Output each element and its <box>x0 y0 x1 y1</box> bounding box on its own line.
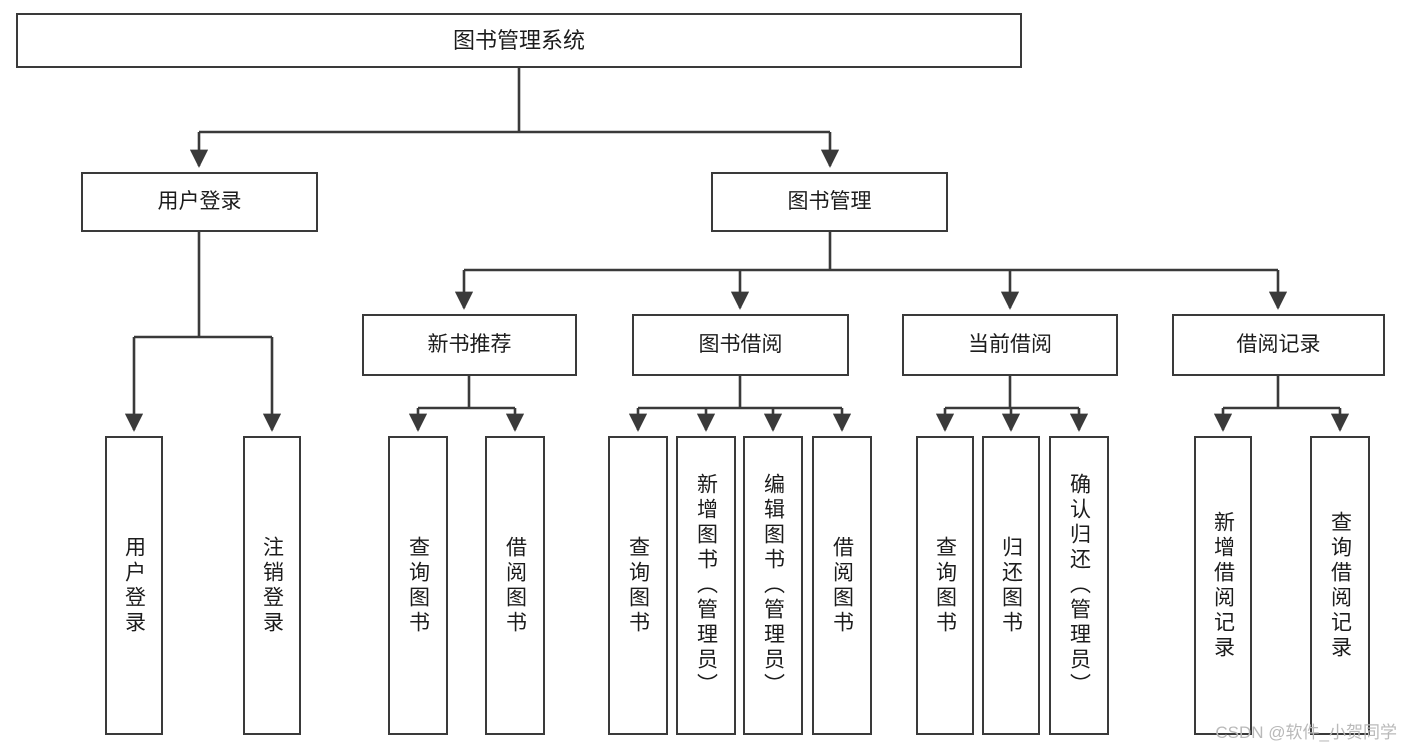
node-label: 借阅图书 <box>503 535 527 636</box>
node-label: 归还图书 <box>999 535 1023 636</box>
node-label: 图书管理系统 <box>452 27 585 53</box>
node-label: 确认归还（管理员） <box>1067 473 1091 698</box>
node-current-borrow[interactable]: 当前借阅 <box>902 314 1118 376</box>
leaf-add-borrow-record[interactable]: 新增借阅记录 <box>1194 436 1252 735</box>
node-label: 新增借阅记录 <box>1211 510 1235 661</box>
node-root-system[interactable]: 图书管理系统 <box>16 13 1022 68</box>
leaf-logout-login[interactable]: 注销登录 <box>243 436 301 735</box>
leaf-query-book-1[interactable]: 查询图书 <box>388 436 448 735</box>
node-book-management[interactable]: 图书管理 <box>711 172 948 232</box>
leaf-query-borrow-record[interactable]: 查询借阅记录 <box>1310 436 1370 735</box>
node-label: 新书推荐 <box>427 332 512 356</box>
node-label: 借阅图书 <box>830 535 854 636</box>
leaf-add-book-admin[interactable]: 新增图书（管理员） <box>676 436 736 735</box>
node-label: 查询图书 <box>626 535 650 636</box>
node-label: 注销登录 <box>260 535 284 636</box>
node-label: 图书管理 <box>787 189 872 213</box>
node-label: 新增图书（管理员） <box>694 473 718 698</box>
node-user-login[interactable]: 用户登录 <box>81 172 318 232</box>
node-label: 查询图书 <box>933 535 957 636</box>
leaf-confirm-return-admin[interactable]: 确认归还（管理员） <box>1049 436 1109 735</box>
node-label: 借阅记录 <box>1236 332 1321 356</box>
leaf-return-book[interactable]: 归还图书 <box>982 436 1040 735</box>
node-label: 当前借阅 <box>968 332 1052 356</box>
leaf-borrow-book-2[interactable]: 借阅图书 <box>812 436 872 735</box>
leaf-borrow-book-1[interactable]: 借阅图书 <box>485 436 545 735</box>
node-book-borrow[interactable]: 图书借阅 <box>632 314 849 376</box>
node-new-book-recommend[interactable]: 新书推荐 <box>362 314 577 376</box>
node-label: 编辑图书（管理员） <box>761 473 785 698</box>
node-label: 查询图书 <box>406 535 430 636</box>
leaf-edit-book-admin[interactable]: 编辑图书（管理员） <box>743 436 803 735</box>
node-borrow-record[interactable]: 借阅记录 <box>1172 314 1385 376</box>
node-label: 用户登录 <box>157 189 242 213</box>
node-label: 查询借阅记录 <box>1328 510 1352 661</box>
leaf-user-login[interactable]: 用户登录 <box>105 436 163 735</box>
leaf-query-book-3[interactable]: 查询图书 <box>916 436 974 735</box>
node-label: 图书借阅 <box>698 332 783 356</box>
leaf-query-book-2[interactable]: 查询图书 <box>608 436 668 735</box>
node-label: 用户登录 <box>122 535 146 636</box>
